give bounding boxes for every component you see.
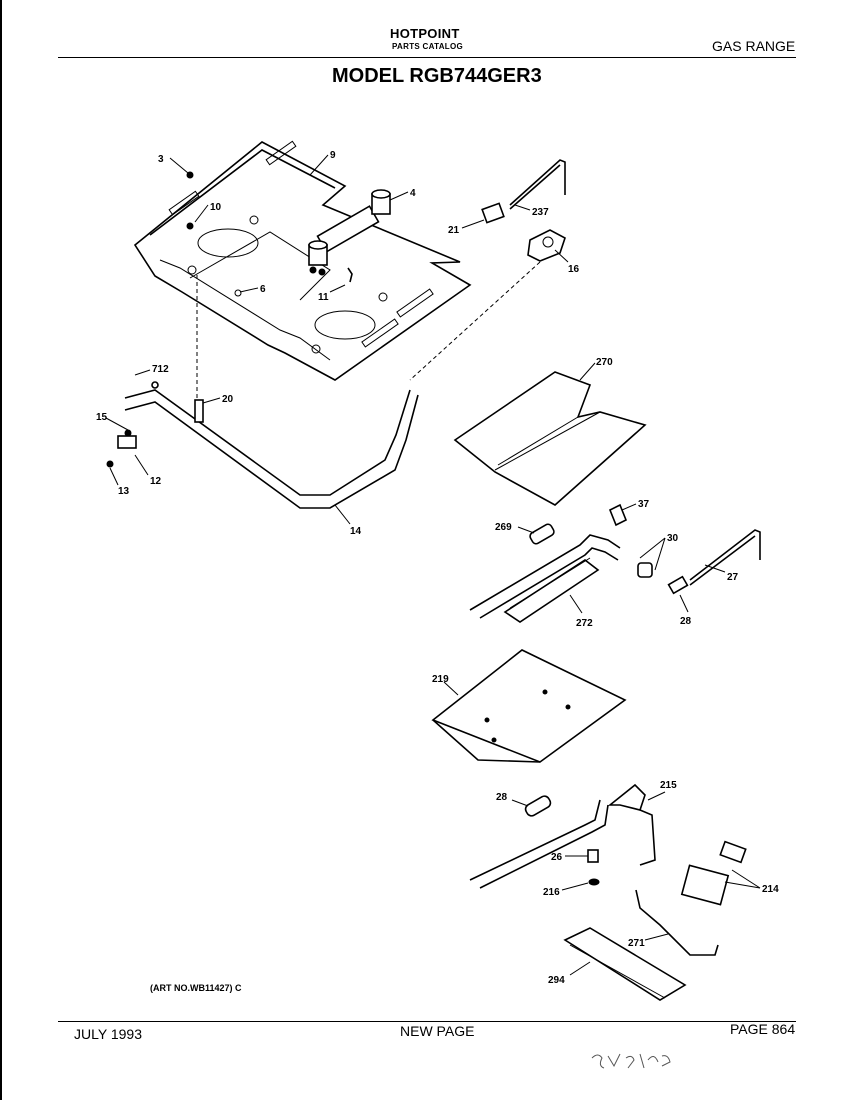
baffle-270 bbox=[453, 371, 647, 506]
oven-burner-assembly bbox=[469, 503, 761, 623]
model-title: MODEL RGB744GER3 bbox=[332, 65, 542, 87]
callout-237: 237 bbox=[532, 207, 549, 218]
callout-20: 20 bbox=[222, 394, 234, 405]
lower-burner-assembly bbox=[469, 783, 747, 1001]
callout-4: 4 bbox=[410, 188, 416, 199]
callout-3: 3 bbox=[158, 154, 164, 165]
callout-712: 712 bbox=[152, 364, 169, 375]
burner-box-assembly bbox=[133, 140, 472, 381]
callout-13: 13 bbox=[118, 486, 130, 497]
catalog-subtitle: PARTS CATALOG bbox=[392, 42, 464, 51]
footer-rule bbox=[58, 1021, 796, 1022]
callout-219: 219 bbox=[432, 674, 449, 685]
callout-9: 9 bbox=[330, 150, 336, 161]
callout-15: 15 bbox=[96, 412, 108, 423]
footer-page-number: PAGE 864 bbox=[730, 1021, 796, 1037]
oven-burner-tube-14 bbox=[106, 381, 419, 509]
callout-37: 37 bbox=[638, 499, 650, 510]
callout-16: 16 bbox=[568, 264, 580, 275]
callout-27: 27 bbox=[727, 572, 739, 583]
callout-leaders bbox=[105, 154, 761, 976]
callout-215: 215 bbox=[660, 780, 677, 791]
callout-14: 14 bbox=[350, 526, 362, 537]
footer-date: JULY 1993 bbox=[74, 1026, 142, 1042]
callout-214: 214 bbox=[762, 884, 779, 895]
callout-28-lower: 28 bbox=[496, 792, 508, 803]
header-rule bbox=[58, 57, 796, 58]
brand-title: HOTPOINT bbox=[390, 26, 460, 41]
callout-30: 30 bbox=[667, 533, 679, 544]
category-label: GAS RANGE bbox=[712, 38, 796, 54]
footer-status: NEW PAGE bbox=[400, 1023, 475, 1039]
callout-11: 11 bbox=[318, 292, 329, 303]
callout-26: 26 bbox=[551, 852, 563, 863]
callout-12: 12 bbox=[150, 476, 162, 487]
callout-10: 10 bbox=[210, 202, 222, 213]
callout-270: 270 bbox=[596, 357, 613, 368]
callout-294: 294 bbox=[548, 975, 565, 986]
callout-271: 271 bbox=[628, 938, 645, 949]
callout-216: 216 bbox=[543, 887, 560, 898]
callout-272: 272 bbox=[576, 618, 593, 629]
oven-bottom-219 bbox=[431, 649, 627, 763]
handwritten-mark bbox=[591, 1053, 671, 1069]
callout-21: 21 bbox=[448, 225, 460, 236]
art-number: (ART NO.WB11427) C bbox=[150, 983, 242, 993]
callout-28-upper: 28 bbox=[680, 616, 692, 627]
callout-6: 6 bbox=[260, 284, 266, 295]
callout-269: 269 bbox=[495, 522, 512, 533]
scan-edge bbox=[0, 0, 2, 1100]
thermocouple-part-237 bbox=[196, 159, 566, 400]
